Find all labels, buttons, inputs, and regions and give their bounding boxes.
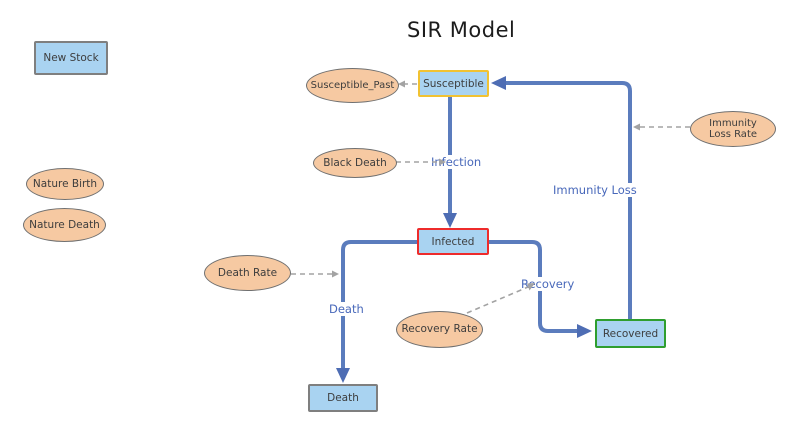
stock-new-stock-label: New Stock — [43, 52, 99, 64]
variable-nature-death-label: Nature Death — [29, 218, 100, 231]
flow-label-infection[interactable]: Infection — [429, 155, 484, 169]
stock-new-stock[interactable]: New Stock — [34, 41, 108, 75]
connector-susceptible-to-past[interactable] — [398, 80, 417, 88]
variable-nature-birth-label: Nature Birth — [32, 177, 98, 190]
variable-immunity-loss-rate[interactable]: Immunity Loss Rate — [690, 111, 776, 147]
diagram-title: SIR Model — [407, 18, 516, 42]
stock-recovered[interactable]: Recovered — [595, 319, 666, 348]
variable-black-death-label: Black Death — [323, 156, 387, 169]
connector-recovery-rate-to-flow[interactable] — [466, 283, 535, 314]
variable-susceptible-past-label: Susceptible_Past — [310, 79, 395, 91]
connector-black-death-to-infection[interactable] — [396, 158, 446, 166]
variable-black-death[interactable]: Black Death — [313, 148, 397, 178]
variable-nature-birth[interactable]: Nature Birth — [26, 168, 104, 200]
flow-death-arrow[interactable] — [336, 240, 417, 383]
variable-recovery-rate-label: Recovery Rate — [401, 323, 478, 336]
connector-immunity-loss-rate-to-flow[interactable] — [633, 123, 690, 131]
variable-death-rate[interactable]: Death Rate — [204, 255, 291, 291]
flow-immunity-loss-arrow[interactable] — [491, 76, 632, 319]
variable-death-rate-label: Death Rate — [217, 266, 278, 279]
variable-susceptible-past[interactable]: Susceptible_Past — [306, 68, 399, 103]
flow-label-immunity-loss[interactable]: Immunity Loss — [551, 183, 639, 197]
stock-susceptible-label: Susceptible — [423, 77, 484, 90]
stock-susceptible[interactable]: Susceptible — [418, 70, 489, 97]
connector-death-rate-to-flow[interactable] — [291, 270, 339, 278]
stock-death[interactable]: Death — [308, 384, 378, 412]
flow-label-recovery[interactable]: Recovery — [519, 277, 577, 291]
variable-nature-death[interactable]: Nature Death — [23, 208, 106, 242]
variable-immunity-loss-rate-label: Immunity Loss Rate — [708, 117, 758, 141]
variable-recovery-rate[interactable]: Recovery Rate — [396, 311, 483, 348]
stock-death-label: Death — [327, 392, 359, 404]
stock-recovered-label: Recovered — [602, 327, 659, 340]
stock-infected-label: Infected — [431, 235, 475, 248]
stock-infected[interactable]: Infected — [417, 228, 489, 255]
flow-label-death[interactable]: Death — [327, 302, 366, 316]
